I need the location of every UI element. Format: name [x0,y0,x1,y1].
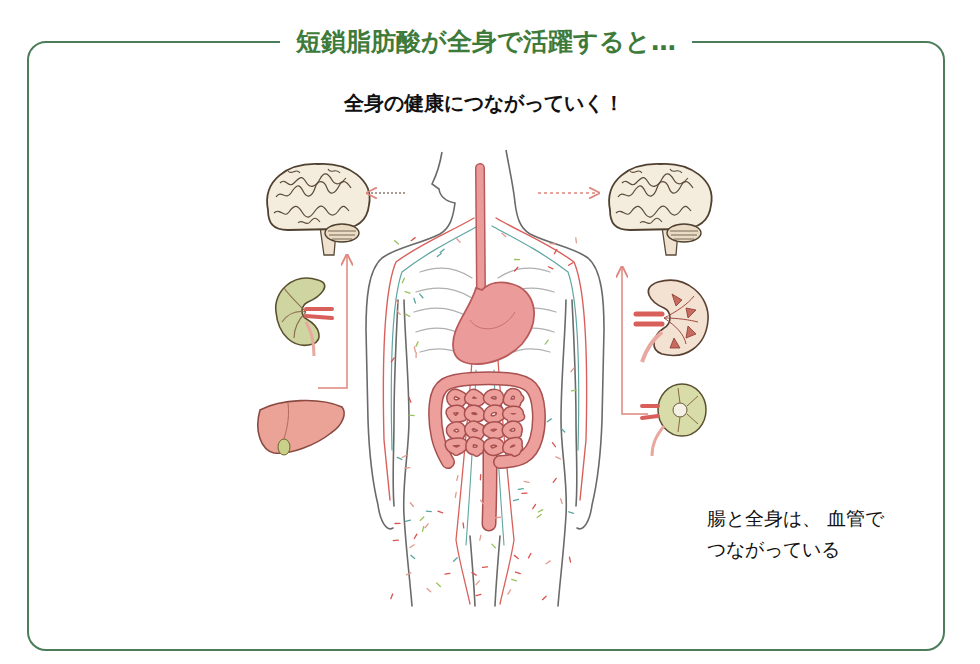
subheading: 全身の健康につながっていく！ [344,88,624,118]
note: 腸と全身は、 血管で つながっている [707,503,907,565]
heading: 短鎖脂肪酸が全身で活躍すると… [280,23,692,61]
